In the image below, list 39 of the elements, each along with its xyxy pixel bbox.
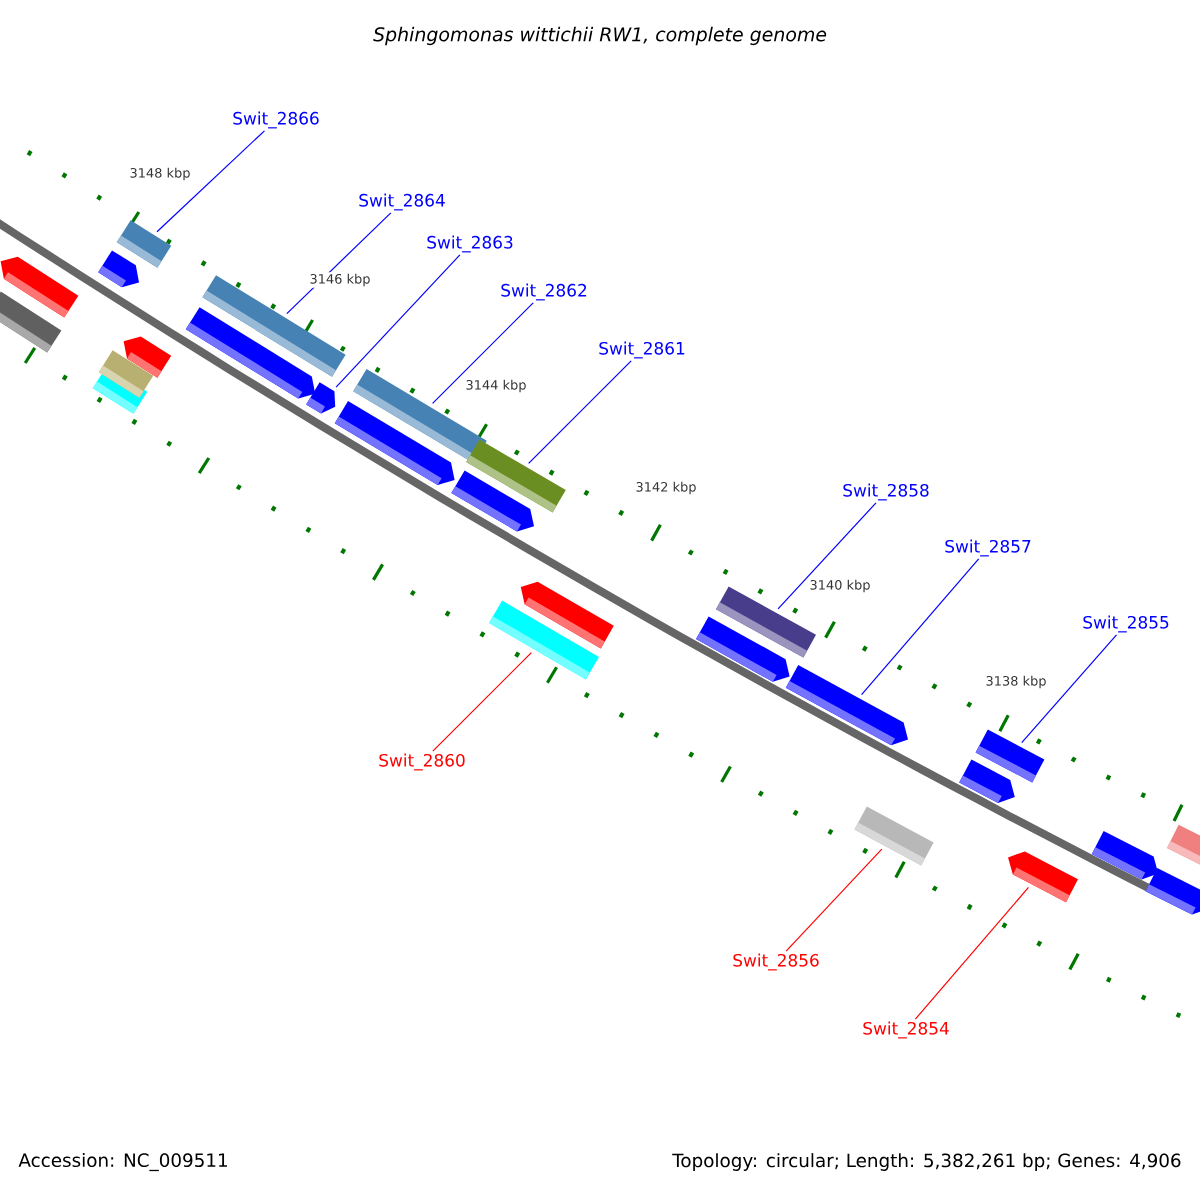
gene-label: Swit_2858 [843, 483, 929, 501]
leader-line [432, 652, 532, 752]
pointed-gene-bar [1091, 831, 1159, 880]
pointed-gene-bar [0, 256, 79, 318]
gene-bar [202, 275, 346, 377]
pointed-gene-bar [98, 250, 139, 288]
leader-line [785, 848, 883, 952]
gene-label: Swit_2863 [427, 235, 513, 253]
pointed-gene-bar [785, 665, 908, 746]
leader-line [861, 558, 980, 696]
gene-label: Swit_2857 [945, 539, 1031, 557]
pointed-gene-bar [1145, 868, 1200, 915]
footer-text: Topology: circular; Length: 5,382,261 bp; Genes: 4,906 [672, 1153, 1181, 1171]
gene-bar [716, 586, 816, 658]
leader-line [432, 302, 534, 404]
pointed-gene-bar [123, 336, 172, 378]
gene-label: Swit_2860 [379, 753, 465, 771]
leader-line [1021, 634, 1118, 744]
leader-line [914, 886, 1030, 1020]
pointed-gene-bar [1008, 851, 1078, 903]
gene-label: Swit_2856 [733, 953, 819, 971]
gene-label: Swit_2861 [599, 341, 685, 359]
leader-line [777, 502, 877, 610]
gene-label: Swit_2855 [1083, 615, 1169, 633]
leader-line [335, 254, 461, 388]
gene-bar [854, 806, 934, 866]
gene-label: Swit_2866 [233, 111, 319, 129]
pointed-gene-bar [306, 382, 336, 414]
footer-text: Accession: NC_009511 [18, 1152, 227, 1172]
gene-bar [466, 439, 566, 513]
gene-label: Swit_2854 [863, 1021, 949, 1039]
leader-line [156, 130, 266, 233]
gene-bar [975, 729, 1045, 783]
gene-label: Swit_2862 [501, 283, 587, 301]
leader-line [528, 360, 632, 464]
gene-label: Swit_2864 [359, 193, 445, 211]
title: Sphingomonas wittichii RW1, complete genome [373, 26, 827, 46]
pointed-gene-bar [520, 581, 614, 649]
gene-bar [116, 220, 172, 268]
